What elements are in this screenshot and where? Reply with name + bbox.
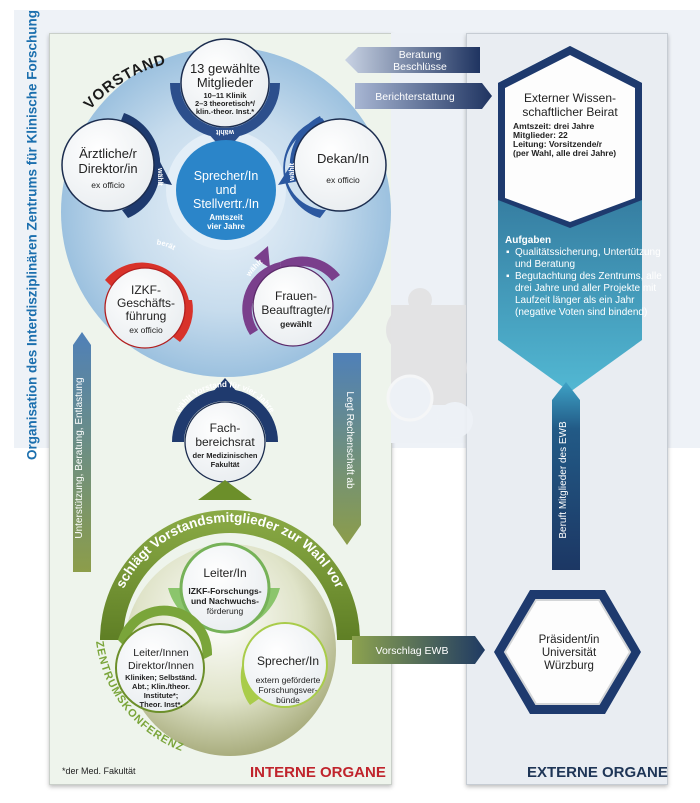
members-title-2: Mitglieder: [197, 75, 254, 90]
ewb-title-1: Externer Wissen-: [524, 91, 616, 105]
research-sub-1: IZKF-Forschungs-: [188, 586, 261, 596]
president-title-2: Universität: [542, 647, 597, 659]
office-title-3: führung: [126, 309, 167, 323]
director-sub: ex officio: [91, 180, 125, 190]
speaker-sub-1: Amtszeit: [209, 213, 243, 222]
equality-title-1: Frauen-: [275, 289, 317, 303]
heads-sub-4: Theor. Inst*.: [140, 700, 183, 709]
members-arrow-label: wählt: [215, 128, 235, 135]
faculty-arc: [172, 389, 278, 442]
appoints-label: Beruft Mitglieder des EWB: [558, 421, 569, 539]
research-sub-2: und Nachwuchs-: [191, 596, 259, 606]
faculty-title-2: bereichsrat: [195, 435, 255, 449]
networks-title: Sprecher/In: [257, 654, 319, 668]
ewb-tasks-title: Aufgaben: [505, 235, 552, 246]
heads-title-1: Leiter/Innen: [133, 647, 189, 659]
research-sub-3: förderung: [207, 606, 244, 616]
networks-sub-3: bünde: [276, 695, 300, 705]
accountability-label: Legt Rechenschaft ab: [344, 391, 355, 489]
node-faculty-council[interactable]: wählt Vorstand für vier Jahre Fach- bere…: [172, 378, 278, 483]
node-izkf-office[interactable]: IZKF- Geschäfts- führung ex officio berä…: [104, 238, 193, 349]
president-title-3: Würzburg: [544, 660, 594, 672]
ewb-title-2: schaftlicher Beirat: [522, 105, 618, 119]
networks-sub-2: Forschungsver-: [258, 685, 317, 695]
ewb-lead: Leitung: Vorsitzende/r: [513, 139, 603, 149]
heads-sub-2: Abt.; Klin./theor.: [132, 682, 190, 691]
equality-title-2: Beauftragte/r: [261, 303, 330, 317]
node-speaker[interactable]: Sprecher/In und Stellvertr./In Amtszeit …: [176, 140, 276, 240]
conference-arc-band: [100, 510, 360, 640]
speaker-sub-2: vier Jahre: [207, 222, 245, 231]
node-elected-members[interactable]: 13 gewählte Mitglieder 10–11 Klinik 2–3 …: [170, 38, 280, 152]
decorative-gear: [386, 288, 473, 438]
networks-sub-1: extern geförderte: [256, 675, 321, 685]
heads-sub-1: Kliniken; Selbständ.: [125, 673, 197, 682]
node-medical-director[interactable]: Ärztliche/r Direktor/in ex officio wählt: [61, 113, 172, 218]
decisions-label: Beschlüsse: [393, 61, 447, 73]
dean-arrow-label: wählt: [289, 162, 296, 182]
node-dean[interactable]: Dekan/In ex officio wählt: [278, 116, 387, 218]
office-title-1: IZKF-: [131, 283, 161, 297]
speaker-title-3: Stellvertr./In: [193, 197, 259, 211]
arrow-proposal: Vorschlag EWB: [352, 636, 485, 664]
arrow-reporting: Berichterstattung: [355, 83, 492, 109]
node-clinic-heads[interactable]: Leiter/Innen Direktor/Innen Kliniken; Se…: [115, 605, 213, 713]
reporting-label: Berichterstattung: [375, 91, 455, 103]
research-title: Leiter/In: [203, 566, 246, 580]
ewb-task-list: Qualitätssicherung, Untertützung und Ber…: [505, 247, 665, 319]
speaker-title-2: und: [216, 183, 237, 197]
heads-title-2: Direktor/Innen: [128, 660, 194, 672]
ewb-tasks: Aufgaben Qualitätssicherung, Untertützun…: [505, 235, 665, 319]
faculty-title-1: Fach-: [210, 421, 241, 435]
ewb-task-item: Begutachtung des Zentrums, alle drei Jah…: [506, 271, 665, 319]
members-sub-1: 10–11 Klinik: [204, 91, 248, 100]
members-title-1: 13 gewählte: [190, 61, 260, 76]
arrow-advice-decisions: Beratung Beschlüsse: [345, 47, 480, 73]
office-title-2: Geschäfts-: [117, 296, 175, 310]
equality-sub: gewählt: [280, 319, 312, 329]
internal-organs-label: INTERNE ORGANE: [250, 764, 386, 781]
director-title-2: Direktor/in: [78, 161, 137, 176]
node-network-speakers[interactable]: Sprecher/In extern geförderte Forschungs…: [240, 622, 328, 708]
advice-label: Beratung: [399, 49, 442, 61]
wählt-arc-members: [170, 83, 280, 138]
proposal-label: Vorschlag EWB: [376, 645, 449, 657]
members-sub-2: 2–3 theoretisch*/: [195, 99, 256, 108]
wählt-arc-equality: [242, 262, 282, 335]
ewb-members: Mitglieder: 22: [513, 130, 568, 140]
heads-sub-3: Institute*;: [144, 691, 179, 700]
external-organs-label: EXTERNE ORGANE: [527, 764, 668, 781]
arrow-support: Unterstützung, Beratung, Entlastung: [73, 332, 91, 572]
node-equality-officer[interactable]: Frauen- Beauftragte/r gewählt wählt: [242, 246, 340, 347]
faculty-sub-2: Fakultät: [211, 460, 240, 469]
dean-title: Dekan/In: [317, 151, 369, 166]
arrow-up-icon: [254, 246, 270, 268]
node-president[interactable]: Präsident/in Universität Würzburg: [494, 590, 641, 714]
members-sub-3: klin.-theor. Inst.*: [196, 107, 254, 116]
footnote: *der Med. Fakultät: [62, 766, 136, 776]
dean-sub: ex officio: [326, 175, 360, 185]
director-title-1: Ärztliche/r: [79, 146, 137, 161]
arrow-appoints: Beruft Mitglieder des EWB: [552, 382, 580, 570]
ewb-lead-2: (per Wahl, alle drei Jahre): [513, 148, 616, 158]
faculty-sub-1: der Medizinischen: [192, 451, 257, 460]
ewb-term: Amtszeit: drei Jahre: [513, 121, 595, 131]
president-title-1: Präsident/in: [539, 634, 600, 646]
ewb-task-item: Qualitätssicherung, Untertützung und Ber…: [506, 247, 665, 271]
director-arrow-label: wählt: [156, 167, 163, 187]
node-ewb[interactable]: Externer Wissen- schaftlicher Beirat Amt…: [498, 46, 642, 392]
arrow-up-conference-icon: [198, 480, 252, 500]
office-sub: ex officio: [129, 325, 163, 335]
arrow-accountability: Legt Rechenschaft ab: [333, 353, 361, 545]
speaker-title-1: Sprecher/In: [194, 169, 259, 183]
arrow-up-faculty-icon: [212, 378, 238, 393]
support-label: Unterstützung, Beratung, Entlastung: [74, 377, 85, 538]
